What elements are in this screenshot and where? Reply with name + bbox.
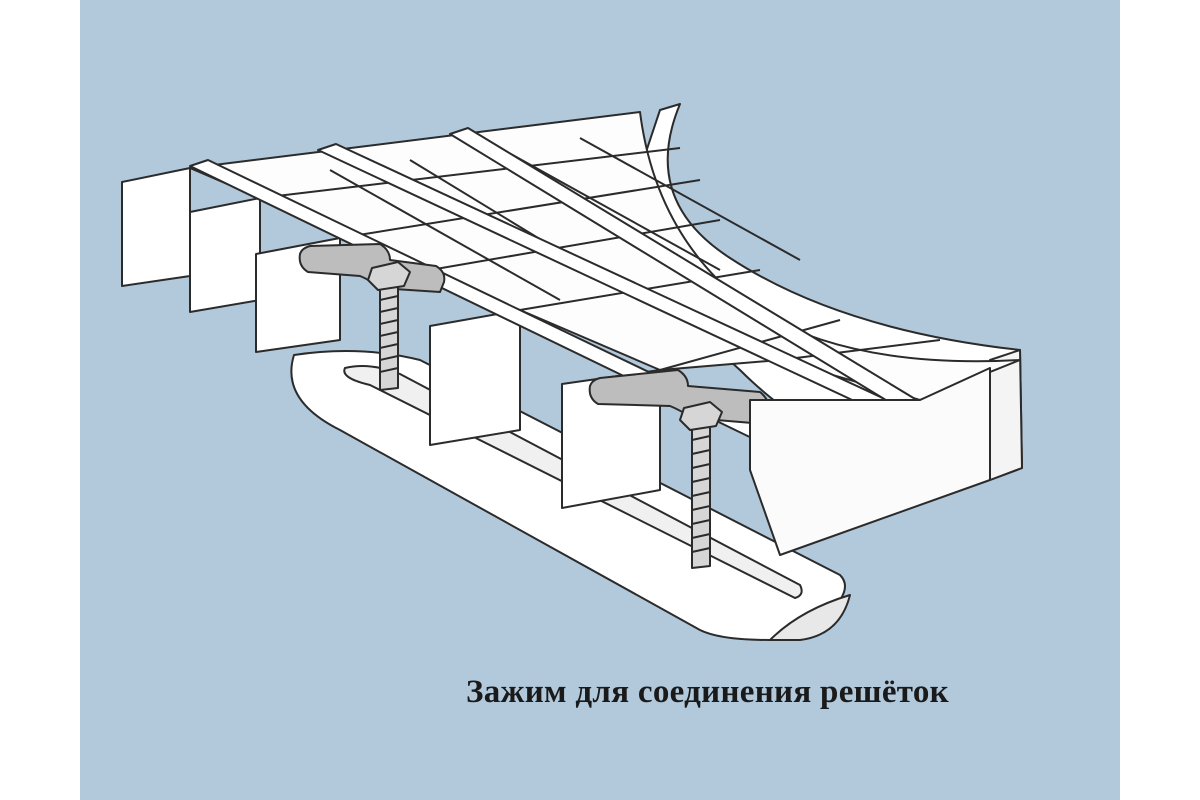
bearing-bar-1: [121, 167, 191, 287]
clamp-right-bolt-head: [679, 401, 723, 431]
grating-clamp-illustration: [80, 0, 1120, 800]
grid-line: [429, 219, 721, 271]
side-support-plate: [749, 367, 991, 556]
grid-line: [339, 179, 701, 239]
skid-end-face: [769, 594, 851, 641]
diagram-caption: Зажим для соединения решёток: [466, 674, 949, 710]
grid-line: [329, 169, 561, 301]
diagram-canvas: Зажим для соединения решёток: [80, 0, 1120, 800]
clamp-left-bolt-thread: [379, 295, 399, 373]
bearing-bar-2: [189, 197, 261, 313]
grid-line: [779, 339, 941, 361]
grid-line: [499, 147, 721, 271]
grid-line: [579, 137, 801, 261]
clamp-right-bolt-thread: [691, 435, 711, 553]
bearing-bar-4: [429, 309, 521, 446]
clamp-left-bolt-head: [367, 261, 411, 291]
grid-line: [259, 147, 681, 199]
